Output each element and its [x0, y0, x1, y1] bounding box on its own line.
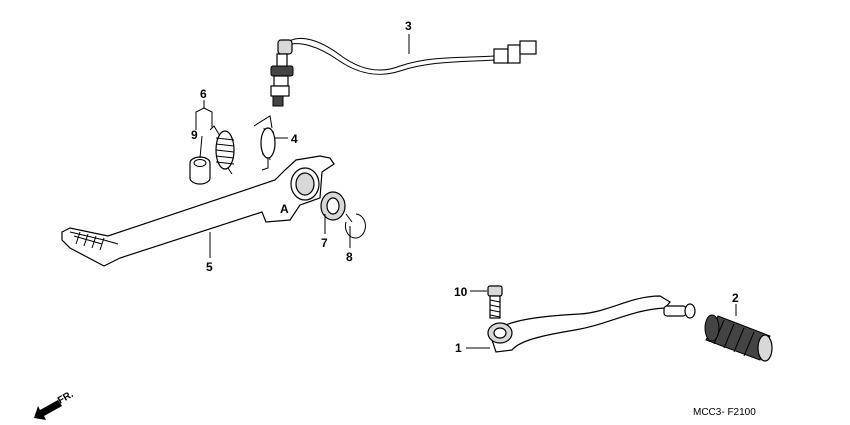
direction-label: FR.: [56, 389, 76, 407]
front-direction-arrow-icon: FR.: [34, 389, 76, 420]
callout-8: 8: [346, 250, 353, 264]
rubber-peg-part[interactable]: [704, 314, 773, 362]
spring-part[interactable]: [209, 125, 235, 175]
switch-cable-part[interactable]: [270, 38, 537, 107]
callout-2: 2: [732, 291, 739, 305]
bolt-part[interactable]: [487, 285, 503, 319]
callout-3: 3: [405, 19, 412, 33]
washer-part[interactable]: [320, 191, 346, 221]
collar-part[interactable]: [189, 156, 211, 185]
leader-lines: [195, 34, 737, 349]
callout-10: 10: [454, 285, 468, 299]
callout-4: 4: [291, 132, 298, 146]
callout-9: 9: [191, 128, 198, 142]
callout-1: 1: [455, 341, 462, 355]
callout-5: 5: [206, 260, 213, 274]
pedal-mark-a: A: [280, 202, 289, 216]
gearshift-arm-part[interactable]: [487, 295, 696, 353]
return-spring-small-part[interactable]: [253, 115, 276, 171]
callout-7: 7: [321, 236, 328, 250]
callout-6: 6: [200, 87, 207, 101]
circlip-part[interactable]: [344, 213, 366, 239]
brake-pedal-part[interactable]: A: [61, 155, 335, 267]
diagram-code: MCC3- F2100: [693, 407, 756, 418]
